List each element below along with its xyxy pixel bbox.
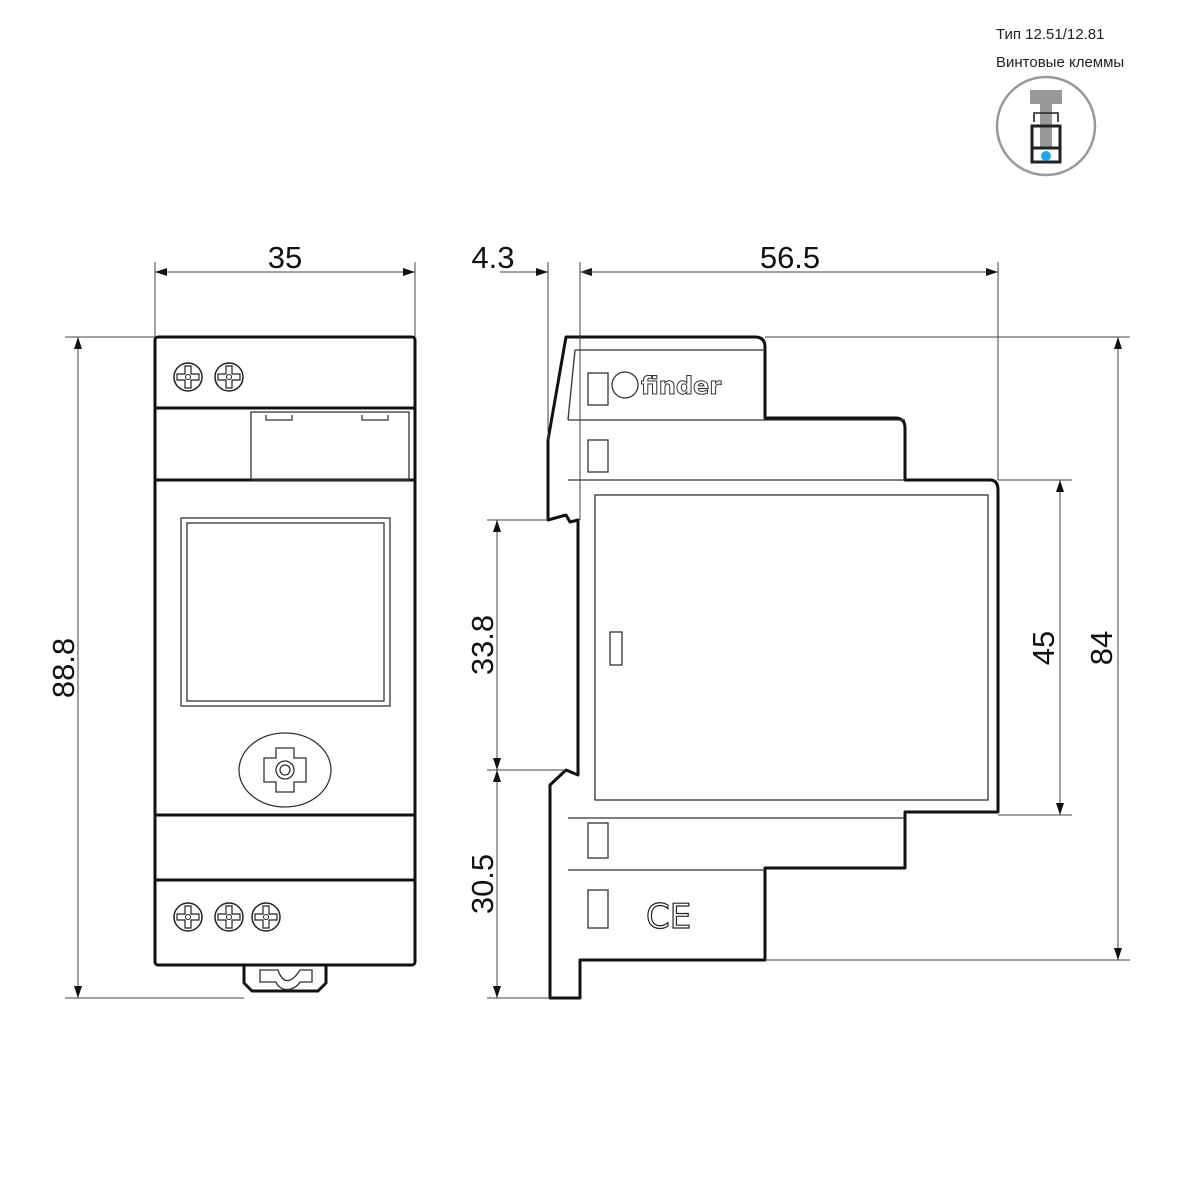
dim-height-total: 88.8 xyxy=(46,638,81,698)
side-view: finder CE xyxy=(546,335,1000,1000)
terminal-type-label: Винтовые клеммы xyxy=(996,54,1125,71)
finder-logo: finder xyxy=(611,371,722,401)
screw-terminal-icon xyxy=(995,75,1097,177)
dimension-lines xyxy=(65,262,1130,999)
terminal-screw-icon xyxy=(251,902,281,932)
terminal-screw-icon xyxy=(214,902,244,932)
dim-rail-offset: 4.3 xyxy=(471,240,514,275)
dim-width-front: 35 xyxy=(268,240,302,275)
ce-mark: CE xyxy=(646,897,691,937)
front-view xyxy=(153,335,417,993)
dim-depth: 56.5 xyxy=(760,240,820,275)
dim-front-height: 45 xyxy=(1026,631,1061,665)
din-clip xyxy=(242,965,328,993)
control-knob xyxy=(238,732,332,808)
terminal-screw-icon xyxy=(173,902,203,932)
display-window xyxy=(180,517,391,707)
dim-rail-to-bottom: 30.5 xyxy=(465,854,500,914)
terminal-screw-icon xyxy=(173,362,203,392)
dim-upper-to-rail: 33.8 xyxy=(465,615,500,675)
dim-body-height: 84 xyxy=(1084,631,1119,665)
svg-text:finder: finder xyxy=(641,372,721,400)
terminal-screw-icon xyxy=(214,362,244,392)
type-label: Тип 12.51/12.81 xyxy=(996,26,1105,43)
